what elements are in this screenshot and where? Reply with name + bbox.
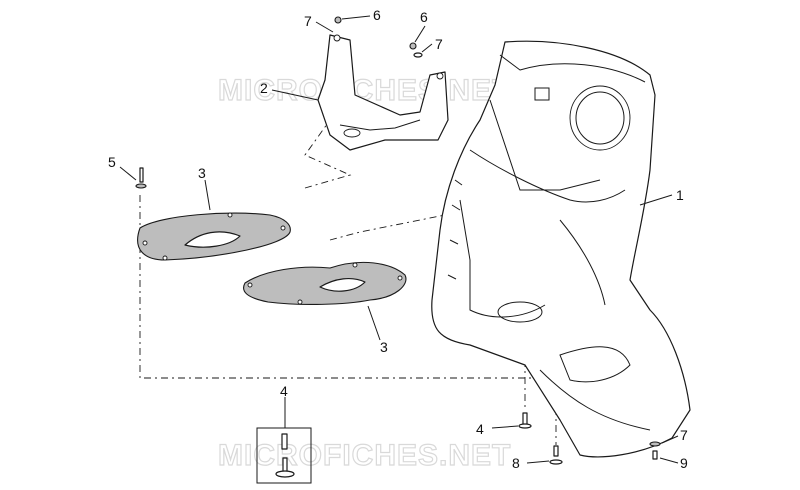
callout-6-left: 6 — [373, 7, 381, 23]
screw-8 — [553, 445, 559, 457]
screw-9 — [652, 450, 658, 460]
callout-7-right: 7 — [435, 36, 443, 52]
callout-4-lower: 4 — [476, 421, 484, 437]
pin-5 — [139, 167, 144, 183]
callout-5: 5 — [108, 154, 116, 170]
callouts: 1 2 3 3 4 4 5 6 6 7 7 7 8 9 — [108, 7, 688, 471]
callout-6-right: 6 — [420, 9, 428, 25]
part-1-leg-shield — [431, 40, 691, 458]
callout-9: 9 — [680, 455, 688, 471]
part-2-bracket — [317, 34, 449, 151]
screw-6-right — [409, 42, 417, 50]
callout-3-upper: 3 — [198, 165, 206, 181]
callout-8: 8 — [512, 455, 520, 471]
washer-7-lower — [649, 441, 661, 447]
part-3-mat-lower — [243, 261, 407, 305]
screw-6-left — [334, 16, 342, 24]
watermark-bottom: MICROFICHES.NET — [218, 439, 511, 472]
hardware — [135, 16, 661, 484]
leader-lines — [119, 15, 679, 464]
callout-4-inset: 4 — [280, 383, 288, 399]
callout-7-left: 7 — [304, 13, 312, 29]
fastener-4 — [522, 412, 528, 426]
washer-7-right — [413, 52, 423, 58]
callout-2: 2 — [260, 80, 268, 96]
part-3-mat-upper — [137, 212, 291, 261]
washer-5 — [135, 183, 147, 189]
inset-box-4 — [256, 427, 312, 484]
callout-1: 1 — [676, 187, 684, 203]
callout-3-lower: 3 — [380, 339, 388, 355]
callout-7-lower: 7 — [680, 427, 688, 443]
